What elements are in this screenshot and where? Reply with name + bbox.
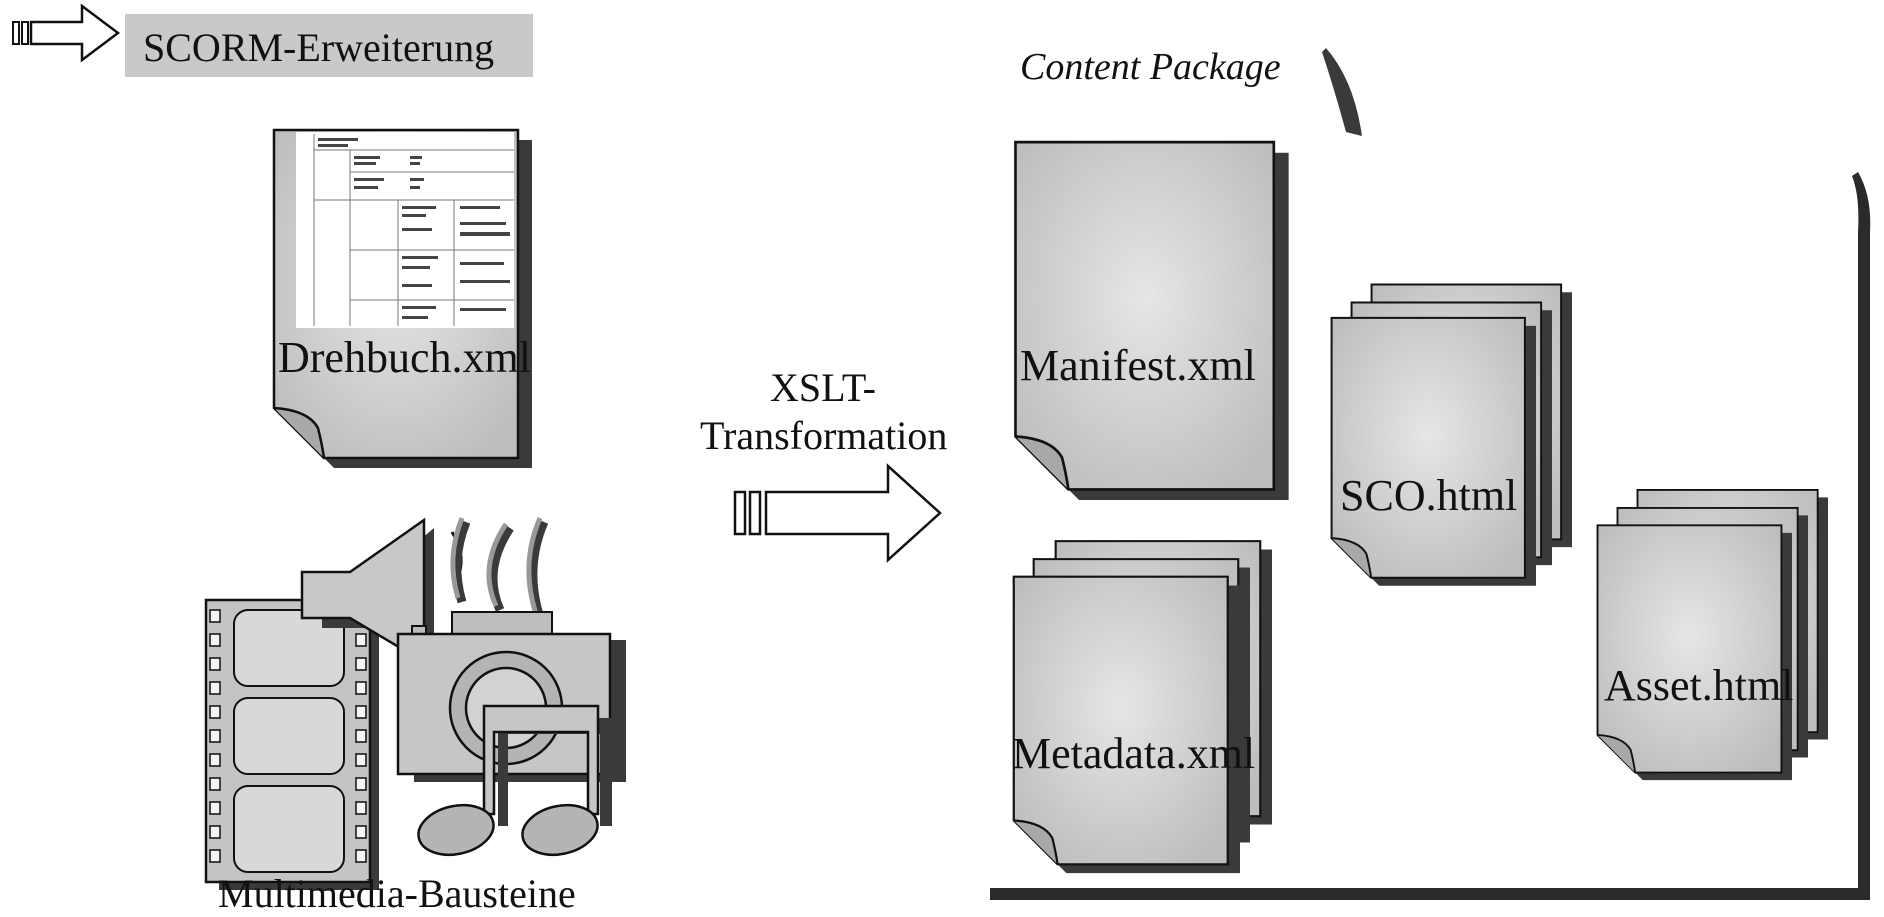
music-notes-icon [417,704,612,857]
folded-page-icon [1012,539,1272,875]
transformation-line1: XSLT- [770,365,876,410]
sco-label: SCO.html [1340,471,1518,520]
film-strip-icon [204,598,379,890]
media-label: Multimedia-Bausteine [218,871,576,916]
double-bar-arrow-icon [733,463,942,563]
banner-label: SCORM-Erweiterung [143,25,495,70]
double-bar-arrow-icon [12,3,121,63]
package-title: Content Package [1020,46,1281,88]
folded-page-icon [1014,140,1290,500]
metadata-label: Metadata.xml [1012,729,1256,778]
folded-page-icon [1330,283,1572,587]
manifest-label: Manifest.xml [1020,341,1256,390]
script-file-label: Drehbuch.xml [278,333,531,382]
folded-page-icon [272,128,532,470]
scorm-extension-banner: SCORM-Erweiterung [125,14,533,77]
content-package-frame [990,48,1871,900]
folded-page-icon [1596,488,1828,782]
transformation-line2: Transformation [700,413,948,458]
asset-label: Asset.html [1604,661,1794,710]
